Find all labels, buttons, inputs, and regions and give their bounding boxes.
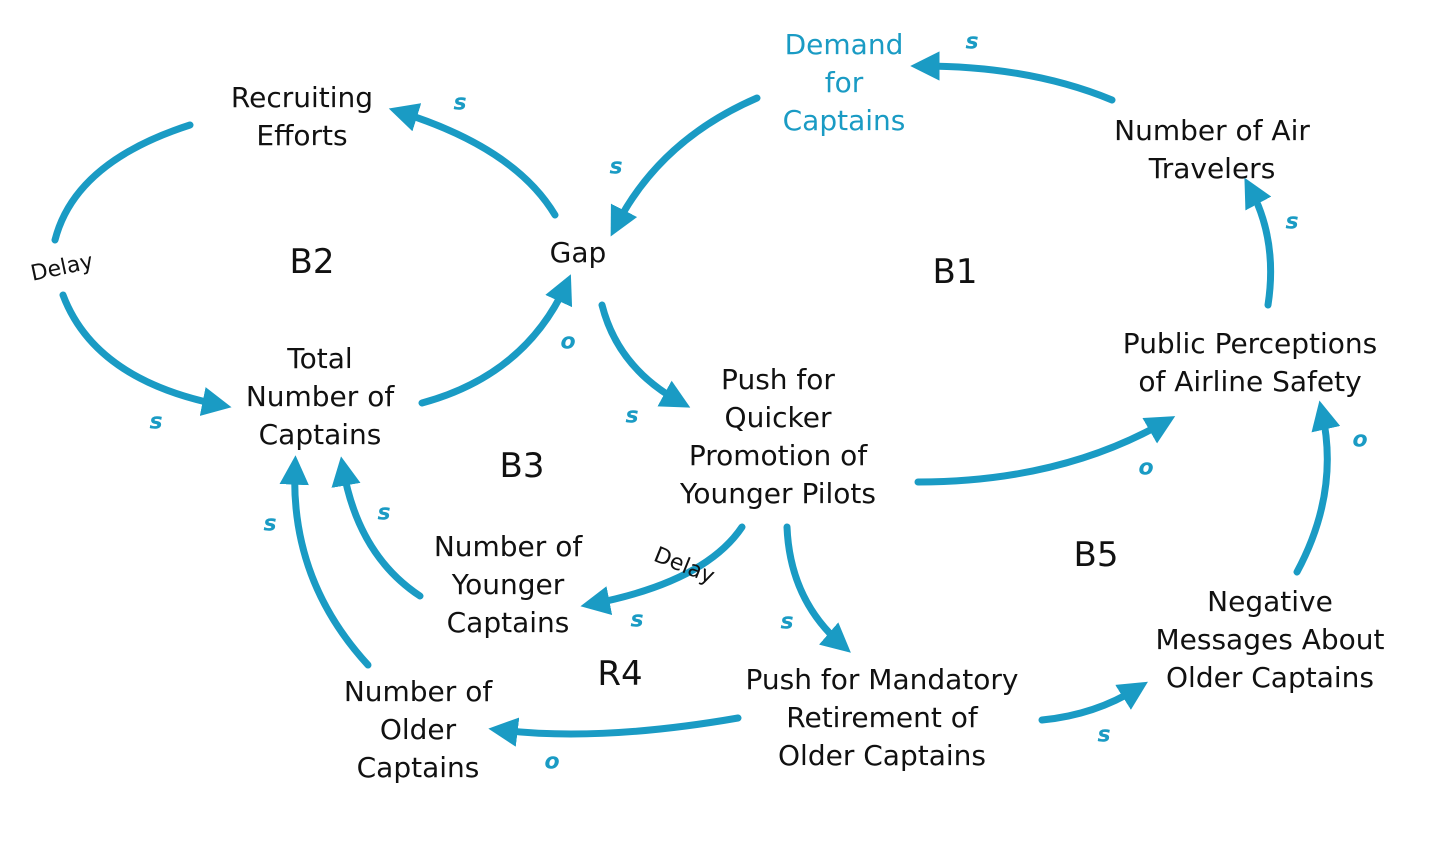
arrow-gap-to-recruiting xyxy=(388,103,559,219)
arrow-push-to-public xyxy=(914,416,1176,486)
polarity-demand-to-gap: s xyxy=(609,154,623,180)
node-line: Captains xyxy=(356,751,480,784)
arrow-retirement-to-older xyxy=(488,714,742,747)
polarity-air-to-demand: s xyxy=(965,29,979,55)
node-line: Captains xyxy=(258,418,382,451)
polarity-public-to-air: s xyxy=(1285,209,1299,235)
polarity-recruiting-to-total: s xyxy=(149,409,163,435)
node-line: of Airline Safety xyxy=(1138,365,1362,398)
node-line: Quicker xyxy=(724,401,832,434)
loop-label-b5: B5 xyxy=(1073,535,1119,575)
node-recruiting-efforts: Recruiting Efforts xyxy=(231,79,373,155)
node-line: Retirement of xyxy=(786,701,978,734)
arrow-retirement-to-negative xyxy=(1038,681,1148,724)
polarity-older-to-total: s xyxy=(263,511,277,537)
node-line: Younger Pilots xyxy=(680,477,876,510)
node-line: Total xyxy=(287,342,353,375)
node-line: Demand xyxy=(784,28,904,61)
node-line: Number of xyxy=(433,530,583,563)
node-line: Recruiting xyxy=(230,81,374,114)
polarity-total-to-gap: o xyxy=(560,329,576,355)
arrow-public-to-air xyxy=(1244,177,1275,309)
node-gap: Gap xyxy=(550,234,607,272)
polarity-retirement-to-older: o xyxy=(544,749,560,775)
node-line: Gap xyxy=(549,236,607,269)
polarity-negative-to-public: o xyxy=(1352,427,1368,453)
polarity-retirement-to-negative: s xyxy=(1097,722,1111,748)
polarity-younger-to-total: s xyxy=(377,500,391,526)
node-line: Number of xyxy=(343,675,493,708)
arrow-demand-to-gap xyxy=(610,94,761,237)
loop-label-b2: B2 xyxy=(289,242,335,282)
node-number-of-older-captains: Number of Older Captains xyxy=(344,673,492,787)
polarity-push-to-retirement: s xyxy=(780,609,794,635)
node-number-of-younger-captains: Number of Younger Captains xyxy=(434,528,582,642)
node-number-of-air-travelers: Number of Air Travelers xyxy=(1114,112,1310,188)
node-line: Messages About xyxy=(1155,623,1385,656)
node-line: Captains xyxy=(782,104,906,137)
node-line: Older Captains xyxy=(1166,661,1374,694)
arrow-total-to-gap xyxy=(418,274,573,407)
polarity-push-to-younger: s xyxy=(630,607,644,633)
node-line: Travelers xyxy=(1148,152,1276,185)
polarity-gap-to-push: s xyxy=(625,403,639,429)
polarity-push-to-public: o xyxy=(1138,455,1154,481)
node-negative-messages: Negative Messages About Older Captains xyxy=(1156,583,1385,697)
node-line: Push for Mandatory xyxy=(745,663,1019,696)
node-demand-for-captains: Demand for Captains xyxy=(783,26,906,140)
arrow-air-travelers-to-demand xyxy=(910,51,1116,104)
arrow-recruiting-to-total xyxy=(51,121,220,405)
node-line: Number of Air xyxy=(1114,114,1310,147)
arrow-negative-to-public xyxy=(1293,400,1341,576)
arrow-push-to-retirement xyxy=(783,523,851,653)
node-line: Older xyxy=(379,713,457,746)
node-line: Younger xyxy=(451,568,565,601)
node-push-mandatory-retirement: Push for Mandatory Retirement of Older C… xyxy=(746,661,1019,775)
loop-label-b3: B3 xyxy=(499,446,545,486)
arrow-younger-to-total xyxy=(331,456,424,600)
arrow-push-to-younger xyxy=(580,523,746,616)
node-line: Public Perceptions xyxy=(1122,327,1378,360)
loop-label-b1: B1 xyxy=(932,252,978,292)
arrow-gap-to-push xyxy=(598,301,691,408)
node-line: Captains xyxy=(446,606,570,639)
node-line: Promotion of xyxy=(688,439,868,472)
node-line: for xyxy=(824,66,864,99)
node-line: Efforts xyxy=(256,119,348,152)
arrow-older-to-total xyxy=(279,455,372,669)
node-line: Negative xyxy=(1207,585,1333,618)
node-line: Number of xyxy=(245,380,395,413)
polarity-gap-to-recruiting: s xyxy=(453,90,467,116)
node-total-number-of-captains: Total Number of Captains xyxy=(246,340,394,454)
node-public-perceptions: Public Perceptions of Airline Safety xyxy=(1123,325,1377,401)
loop-label-r4: R4 xyxy=(597,654,643,694)
node-line: Push for xyxy=(721,363,835,396)
node-push-quicker-promotion: Push for Quicker Promotion of Younger Pi… xyxy=(680,361,876,513)
node-line: Older Captains xyxy=(778,739,986,772)
